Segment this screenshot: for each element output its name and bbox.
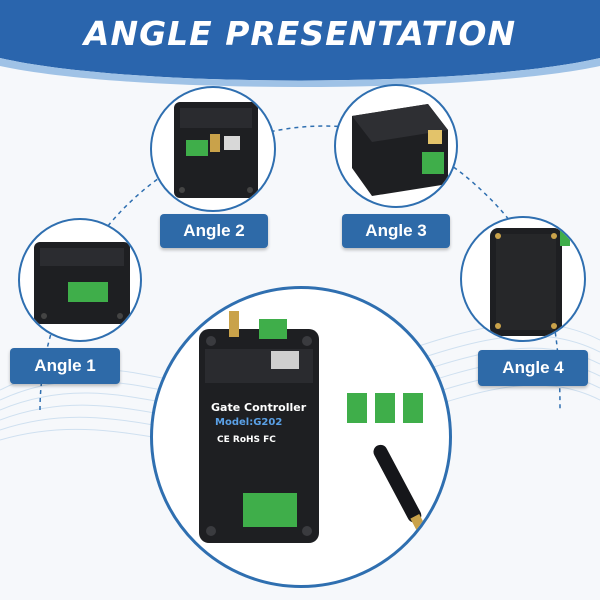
device-name-text: Gate Controller <box>211 401 307 414</box>
angle-1-label: Angle 1 <box>10 348 120 384</box>
device-model-text: Model:G202 <box>215 417 283 428</box>
angle-4-label: Angle 4 <box>478 350 588 386</box>
angle-3-label: Angle 3 <box>342 214 450 248</box>
device-certification-text: CE RoHS FC <box>217 435 276 445</box>
angle-1-image <box>18 218 142 342</box>
angle-2-label: Angle 2 <box>160 214 268 248</box>
angle-3-image <box>334 84 458 208</box>
main-device-image: Gate Controller Model:G202 CE RoHS FC <box>150 286 452 588</box>
page-title: ANGLE PRESENTATION <box>83 14 517 53</box>
angle-4-image <box>460 216 586 342</box>
header-band: ANGLE PRESENTATION <box>0 0 600 88</box>
angle-2-image <box>150 86 276 212</box>
